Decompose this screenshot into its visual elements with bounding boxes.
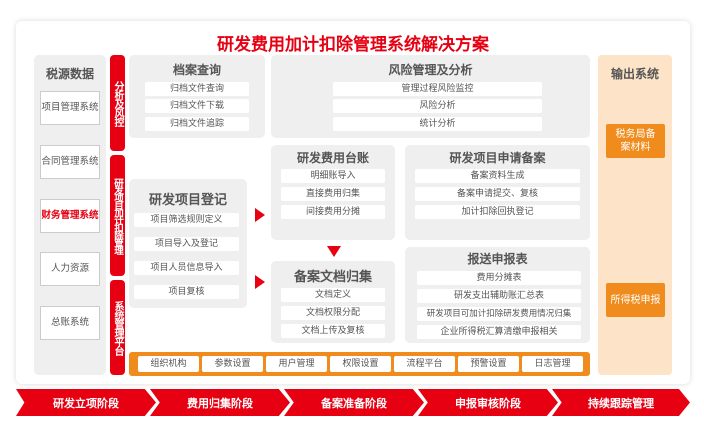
source-item: 人力资源 [40,252,100,286]
report-item: 费用分摊表 [417,271,581,285]
ledger-item: 间接费用分摊 [281,205,385,219]
risk-item: 风险分析 [333,99,542,113]
stage-4: 申报审核阶段 [418,389,558,416]
report-item: 研发项目可加计扣除研发费用情况归集 [417,307,581,321]
report-title: 报送申报表 [467,252,528,266]
system-item: 日志管理 [522,356,583,372]
report-panel: 报送申报表 费用分摊表 研发支出辅助账汇总表 研发项目可加计扣除研发费用情况归集… [405,247,590,343]
system-item: 用户管理 [266,356,327,372]
archive-panel: 档案查询 归档文件查询 归档文件下载 归档文件追踪 [129,55,265,138]
filing-panel: 研发项目申请备案 备案资料生成 备案申请提交、复核 加计扣除回执登记 [405,145,590,240]
output-panel: 输出系统 税务局备案材料 所得税申报 [598,55,672,375]
ledger-item: 直接费用归集 [281,187,385,201]
output-item-filing: 税务局备案材料 [606,124,665,158]
system-item: 权限设置 [330,356,391,372]
system-item: 流程平台 [394,356,455,372]
risk-panel: 风险管理及分析 管理过程风险监控 风险分析 统计分析 [271,55,590,138]
source-item-finance: 财务管理系统 [40,199,100,233]
system-item: 参数设置 [202,356,263,372]
source-data-panel: 税源数据 项目管理系统 合同管理系统 财务管理系统 人力资源 总账系统 [34,55,106,375]
register-item: 项目人员信息导入 [134,261,239,275]
report-item: 企业所得税汇算清缴申报相关 [417,325,581,339]
vbar-system-platform: 系统管理平台 [110,280,125,375]
risk-item: 统计分析 [333,117,542,131]
ledger-item: 明细账导入 [281,169,385,183]
register-panel: 研发项目登记 项目筛选规则定义 项目导入及登记 项目人员信息导入 项目复核 [129,179,247,308]
register-title: 研发项目登记 [148,193,227,208]
system-item: 预警设置 [458,356,519,372]
archive-item: 归档文件追踪 [145,117,249,131]
diagram-title: 研发费用加计扣除管理系统解决方案 [217,35,489,55]
stage-2: 费用归集阶段 [150,389,290,416]
vbar-project-management: 研发项目加计扣除管理 [110,155,125,276]
filing-item: 加计扣除回执登记 [415,205,580,219]
vbar-analysis: 分析及风控 [110,55,125,151]
risk-title: 风险管理及分析 [388,63,473,77]
docs-item: 文档定义 [281,288,385,302]
register-item: 项目筛选规则定义 [134,213,239,227]
system-item: 组织机构 [138,356,199,372]
source-item: 总账系统 [40,306,100,340]
register-item: 项目导入及登记 [134,237,239,251]
docs-title: 备案文档归集 [293,270,372,285]
arrow-right-icon [255,208,265,222]
archive-item: 归档文件查询 [145,82,249,96]
docs-item: 文档权限分配 [281,306,385,320]
ledger-title: 研发费用台账 [296,151,369,165]
arrow-down-icon [327,246,341,257]
archive-item: 归档文件下载 [145,99,249,113]
stage-3: 备案准备阶段 [284,389,424,416]
filing-title: 研发项目申请备案 [449,151,546,165]
stage-5: 持续跟踪管理 [552,389,690,416]
arrow-right-icon [255,275,265,289]
source-title: 税源数据 [45,67,94,81]
archive-title: 档案查询 [172,63,221,77]
docs-item: 文档上传及复核 [281,324,385,338]
register-item: 项目复核 [134,285,239,299]
report-item: 研发支出辅助账汇总表 [417,289,581,303]
filing-item: 备案资料生成 [415,169,580,183]
risk-item: 管理过程风险监控 [333,82,542,96]
filing-item: 备案申请提交、复核 [415,187,580,201]
output-title: 输出系统 [610,67,659,81]
system-platform-bar: 组织机构 参数设置 用户管理 权限设置 流程平台 预警设置 日志管理 [129,352,590,376]
stage-1: 研发立项阶段 [16,389,156,416]
source-item: 项目管理系统 [40,91,100,125]
docs-panel: 备案文档归集 文档定义 文档权限分配 文档上传及复核 [271,261,395,343]
ledger-panel: 研发费用台账 明细账导入 直接费用归集 间接费用分摊 [271,145,395,240]
source-item: 合同管理系统 [40,145,100,179]
output-item-tax: 所得税申报 [606,283,665,317]
